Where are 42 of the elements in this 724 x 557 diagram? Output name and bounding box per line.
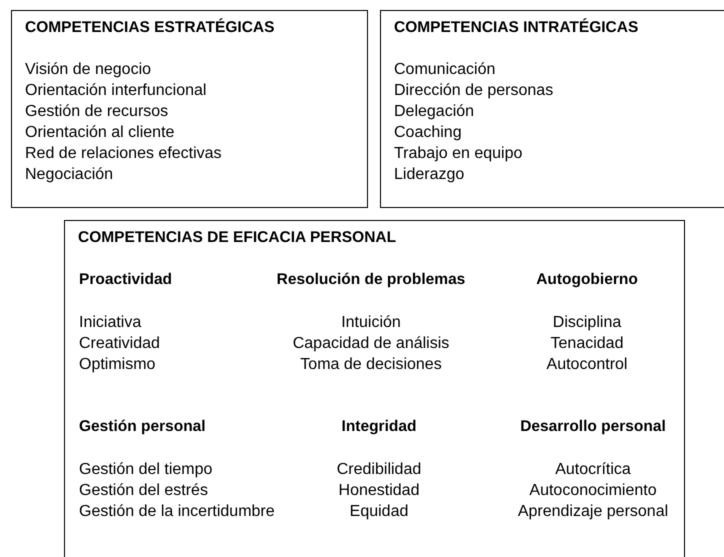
competency-item: Credibilidad xyxy=(336,460,422,480)
category-title: COMPETENCIAS DE EFICACIA PERSONAL xyxy=(78,229,396,247)
competency-item: Honestidad xyxy=(338,481,420,501)
competency-item: Negociación xyxy=(25,165,114,185)
competency-item: Red de relaciones efectivas xyxy=(25,144,222,164)
competency-item: Gestión de recursos xyxy=(25,102,168,122)
group-heading: Resolución de problemas xyxy=(276,271,466,289)
competency-item: Coaching xyxy=(394,123,462,143)
category-title: COMPETENCIAS INTRATÉGICAS xyxy=(394,19,638,37)
competency-item: Orientación interfuncional xyxy=(25,81,206,101)
competency-item: Liderazgo xyxy=(394,165,464,185)
competency-item: Disciplina xyxy=(552,313,622,333)
competency-item: Toma de decisiones xyxy=(300,355,442,375)
competency-item: Dirección de personas xyxy=(394,81,554,101)
group-heading: Integridad xyxy=(342,418,416,436)
competency-item: Trabajo en equipo xyxy=(394,144,522,164)
competency-item: Capacidad de análisis xyxy=(292,334,450,354)
group-heading: Proactividad xyxy=(79,271,172,289)
competency-item: Autocontrol xyxy=(546,355,628,375)
group-heading: Gestión personal xyxy=(79,418,206,436)
competency-item: Gestión de la incertidumbre xyxy=(79,502,275,522)
category-box xyxy=(11,10,368,208)
competency-item: Aprendizaje personal xyxy=(518,502,668,522)
competency-item: Orientación al cliente xyxy=(25,123,174,143)
competency-item: Intuición xyxy=(341,313,401,333)
competency-item: Optimismo xyxy=(79,355,156,375)
category-box xyxy=(64,220,685,557)
competency-item: Gestión del estrés xyxy=(79,481,208,501)
competency-item: Gestión del tiempo xyxy=(79,460,212,480)
category-box xyxy=(380,10,724,208)
category-title: COMPETENCIAS ESTRATÉGICAS xyxy=(25,19,274,37)
competency-item: Delegación xyxy=(394,102,474,122)
competency-item: Visión de negocio xyxy=(25,60,152,80)
group-heading: Autogobierno xyxy=(536,271,638,289)
competency-item: Tenacidad xyxy=(550,334,624,354)
competency-item: Autoconocimiento xyxy=(529,481,657,501)
competency-item: Creatividad xyxy=(79,334,160,354)
competency-item: Iniciativa xyxy=(79,313,142,333)
group-heading: Desarrollo personal xyxy=(520,418,666,436)
competency-item: Comunicación xyxy=(394,60,496,80)
competency-item: Equidad xyxy=(350,502,408,522)
competency-item: Autocrítica xyxy=(555,460,631,480)
